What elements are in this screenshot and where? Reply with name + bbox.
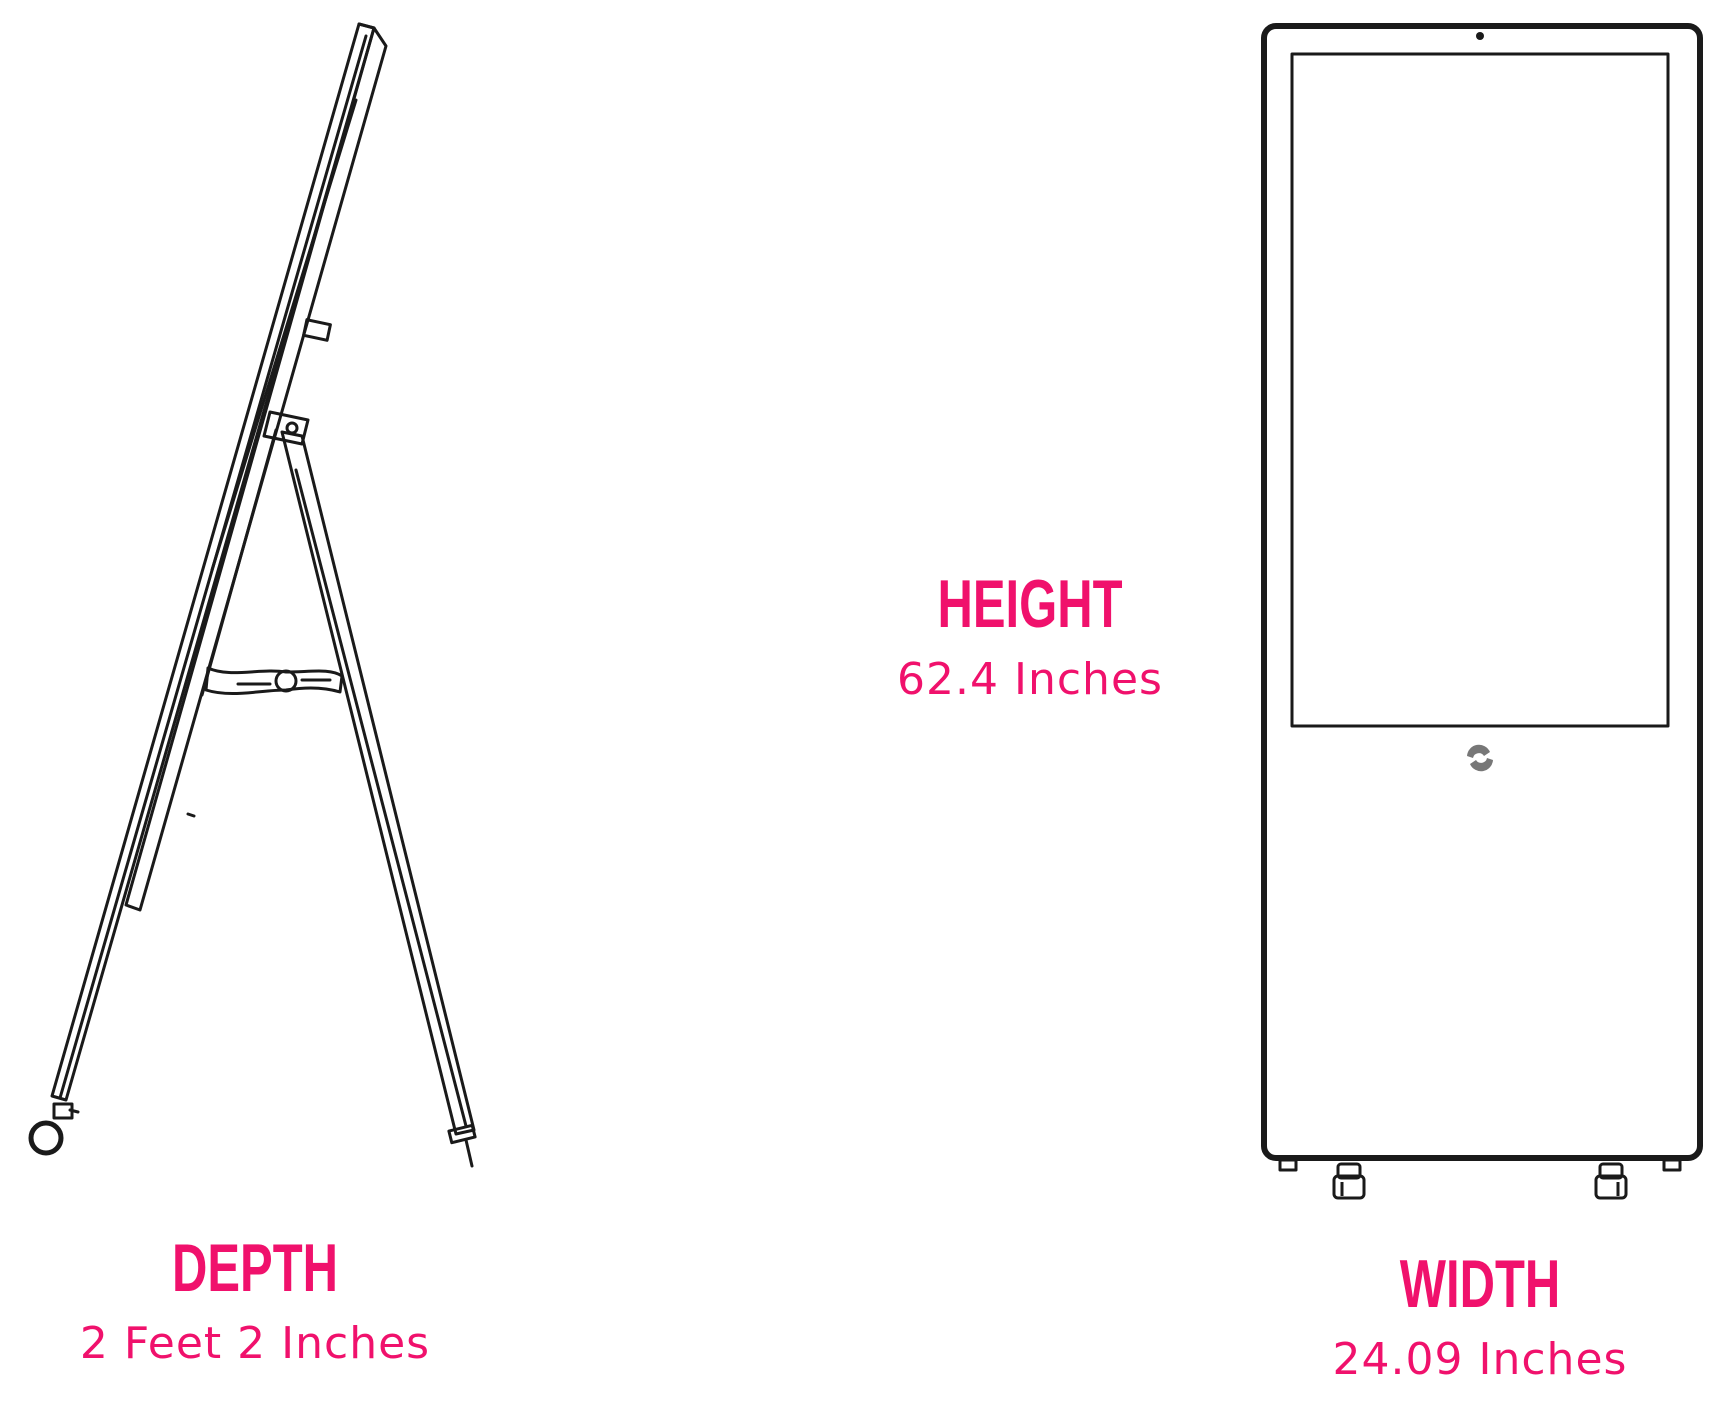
side-bracket-small bbox=[302, 318, 332, 342]
height-dimension: HEIGHT 62.4 Inches bbox=[860, 570, 1200, 702]
side-front-strut bbox=[200, 428, 278, 697]
height-title: HEIGHT bbox=[937, 566, 1123, 642]
side-connecting-arm bbox=[204, 666, 344, 696]
height-value: 62.4 Inches bbox=[897, 654, 1163, 705]
side-rear-leg-inner bbox=[294, 468, 468, 1128]
side-rear-leg-foot bbox=[447, 1123, 477, 1145]
front-screen bbox=[1290, 52, 1670, 728]
front-foot-right bbox=[1662, 1158, 1682, 1172]
side-mark bbox=[186, 812, 196, 818]
depth-dimension: DEPTH 2 Feet 2 Inches bbox=[40, 1234, 470, 1366]
width-value: 24.09 Inches bbox=[1332, 1334, 1628, 1385]
front-foot-left bbox=[1278, 1158, 1298, 1172]
depth-title: DEPTH bbox=[172, 1230, 338, 1306]
logo-icon bbox=[1467, 744, 1493, 772]
side-rear-leg-tip bbox=[464, 1138, 474, 1168]
depth-value: 2 Feet 2 Inches bbox=[79, 1318, 431, 1369]
front-view-kiosk bbox=[1261, 23, 1703, 1200]
side-panel-groove bbox=[210, 98, 358, 572]
side-hinge-pin bbox=[285, 421, 299, 435]
side-view-kiosk bbox=[28, 22, 477, 1168]
width-title: WIDTH bbox=[1399, 1246, 1561, 1322]
side-panel-body bbox=[124, 26, 388, 912]
width-dimension: WIDTH 24.09 Inches bbox=[1280, 1250, 1680, 1382]
front-caster-right bbox=[1594, 1162, 1628, 1200]
front-caster-left bbox=[1332, 1162, 1366, 1200]
side-caster-wheel bbox=[28, 1120, 64, 1156]
front-camera bbox=[1476, 32, 1484, 40]
side-caster-tab bbox=[68, 1108, 80, 1114]
side-arm-pivot bbox=[274, 669, 298, 693]
side-panel-edge bbox=[357, 22, 376, 30]
front-frame bbox=[1261, 23, 1703, 1161]
side-hinge bbox=[262, 410, 310, 446]
